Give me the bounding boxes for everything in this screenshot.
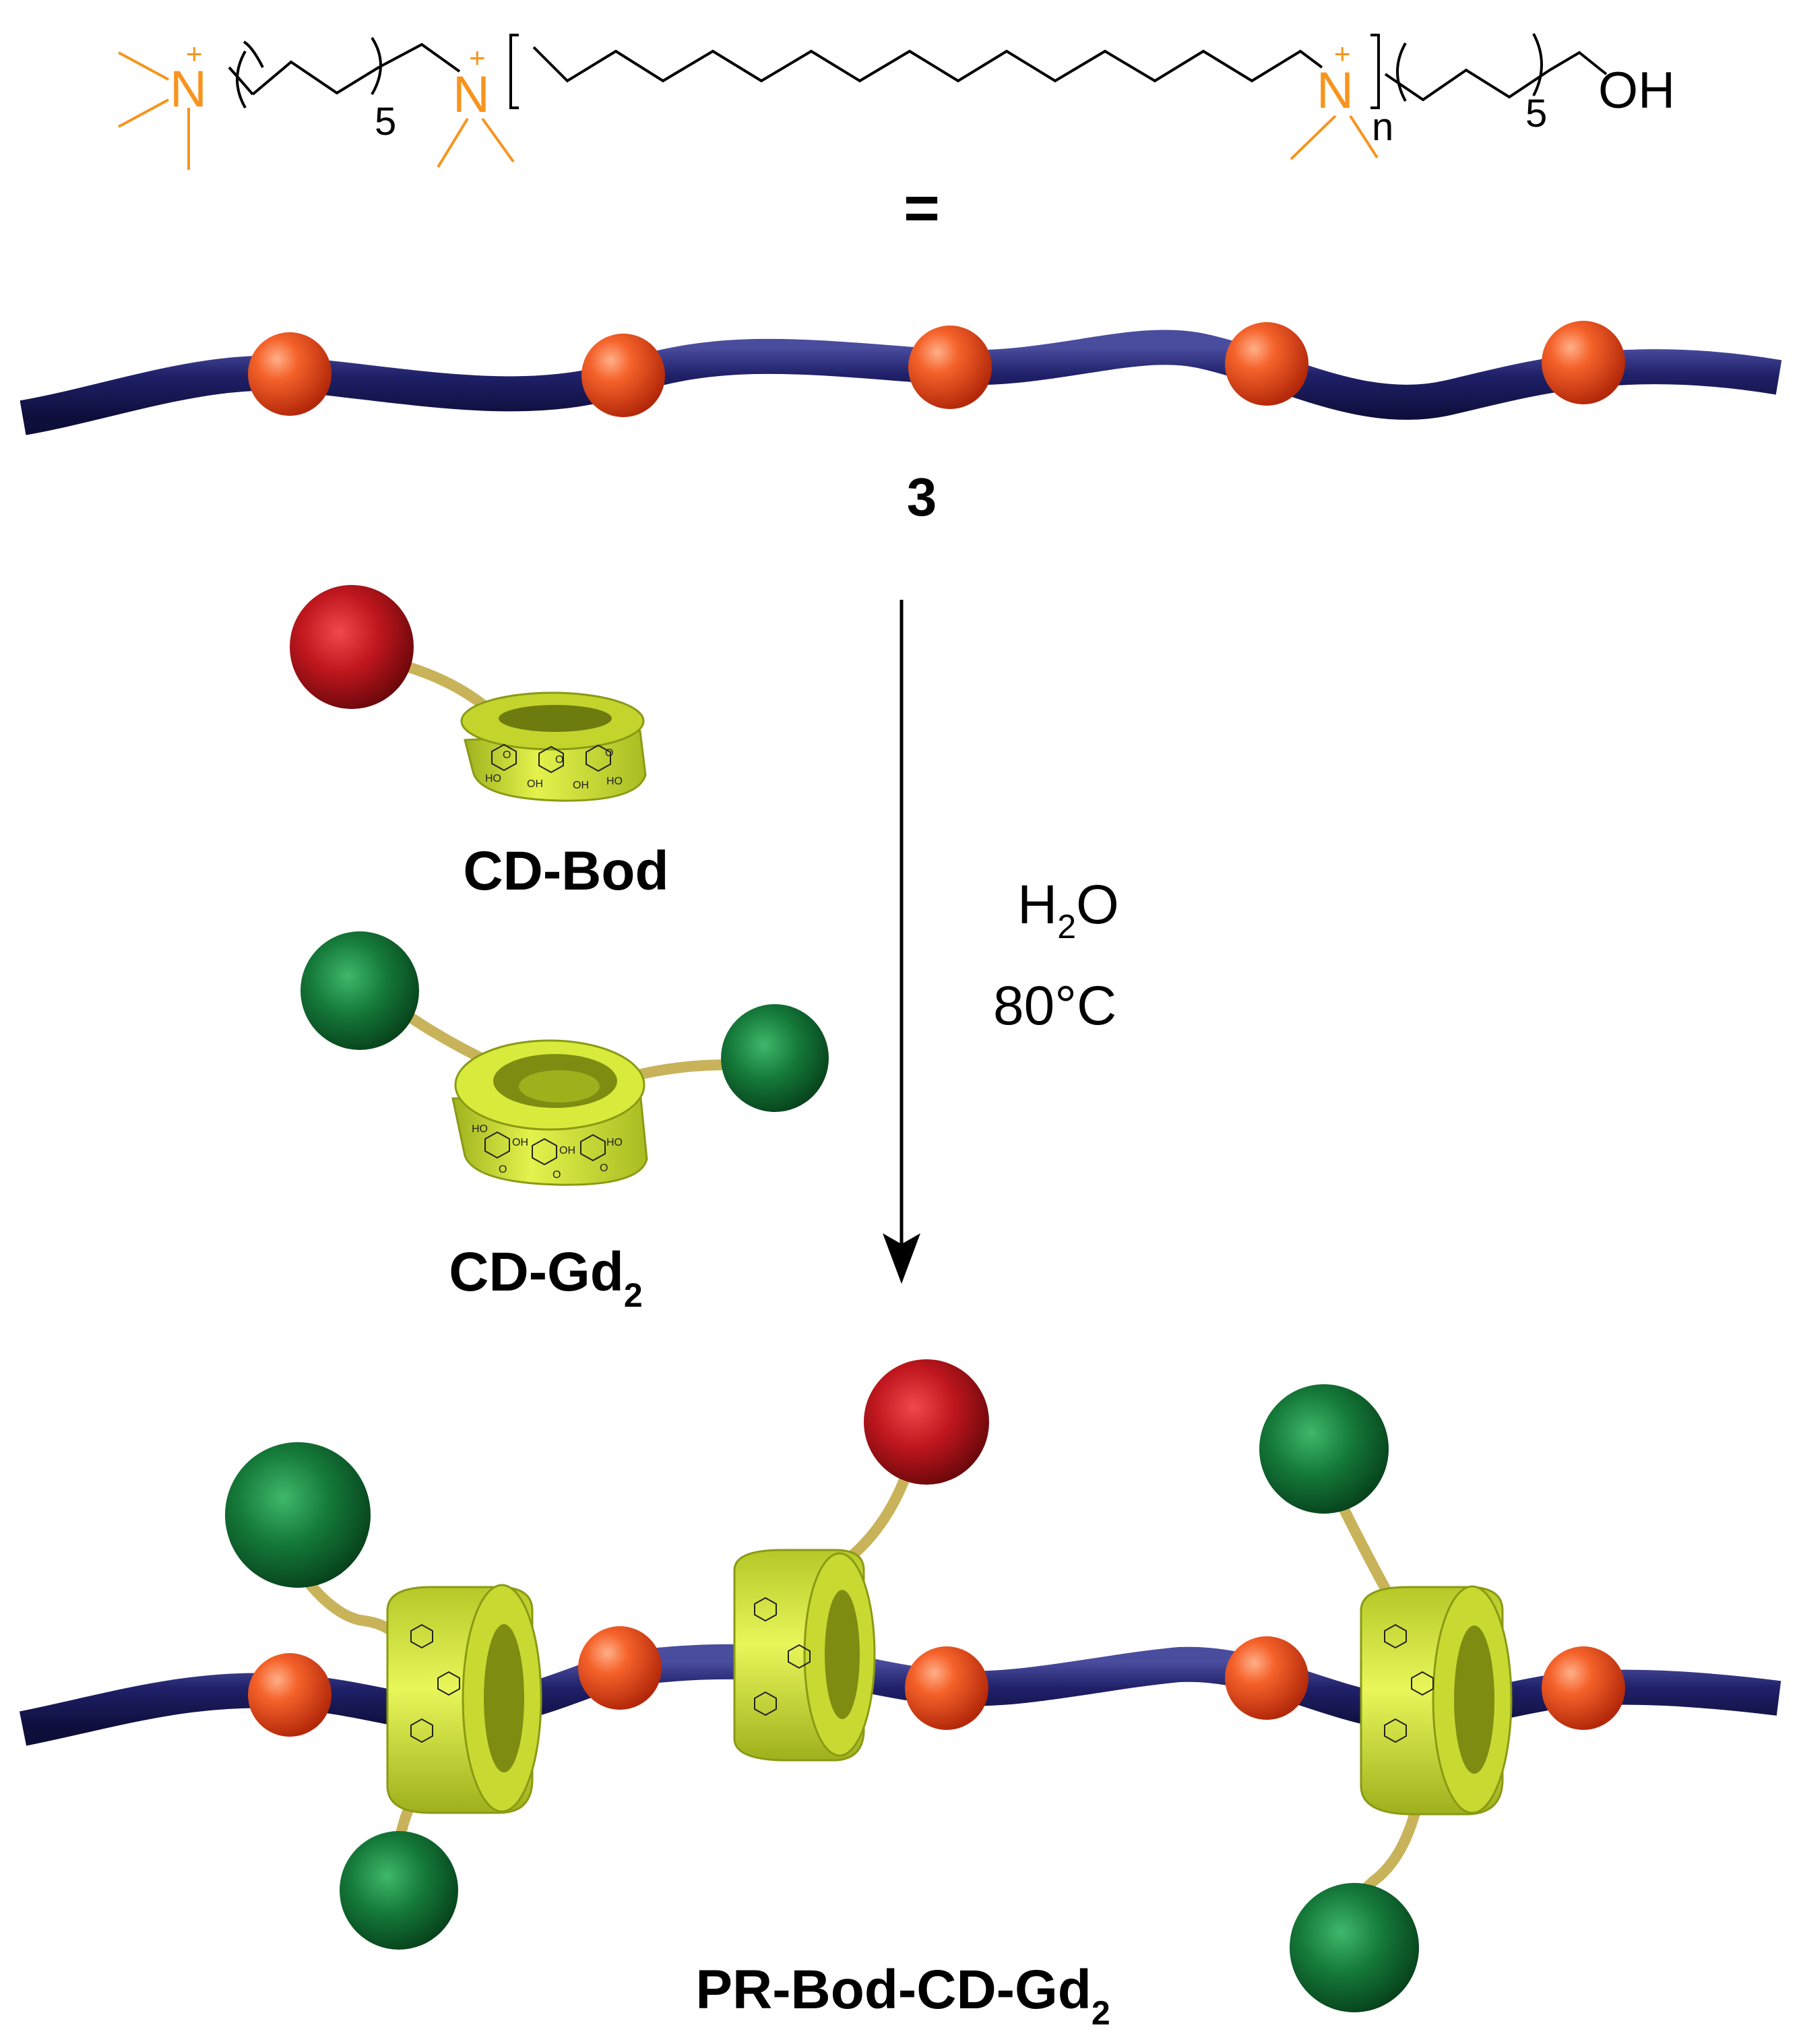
- ammonium-beads: [248, 321, 1625, 417]
- polymer-3-schematic: [20, 321, 1782, 435]
- repeat-count-n: n: [1372, 105, 1393, 149]
- ammonium-n-mid: N: [453, 66, 490, 123]
- plus-sign-left: +: [186, 38, 203, 69]
- reaction-conditions: H2O 80°C: [993, 874, 1119, 1036]
- plus-sign-mid: +: [469, 42, 486, 73]
- gd2-ring-glucose-marks: HO OH OH HO O O O: [472, 1123, 623, 1181]
- trimethylammonium-left: [118, 51, 190, 170]
- bod-ring-glucose-structure: [491, 743, 611, 774]
- paren-open-left: [236, 51, 247, 109]
- repeat-count-left: 5: [375, 100, 396, 144]
- gd2-ring-glucose-structure: [484, 1131, 606, 1166]
- alkyl-chain-left: [251, 60, 380, 96]
- gd-sphere-right: [721, 1004, 829, 1112]
- svg-text:HO: HO: [485, 773, 501, 784]
- svg-text:HO: HO: [606, 1137, 623, 1148]
- paren-close-right: [1532, 33, 1543, 96]
- product-ammonium-bead-5: [1542, 1646, 1625, 1730]
- bracket-open: [509, 34, 519, 109]
- product-cyclodextrin-1: [386, 1584, 542, 1814]
- gd-sphere-left: [301, 931, 419, 1050]
- svg-text:OH: OH: [559, 1145, 575, 1156]
- polymer-label: 3: [907, 467, 937, 527]
- product-ammonium-bead-3: [905, 1646, 988, 1730]
- plus-sign-right: +: [1334, 38, 1351, 69]
- product-cyclodextrin-2: [733, 1549, 876, 1762]
- equals-sign: =: [904, 174, 940, 243]
- alkyl-link-right: [1548, 51, 1608, 75]
- bodipy-sphere: [290, 585, 414, 709]
- product-cyclodextrin-3: [1360, 1585, 1513, 1816]
- svg-text:OH: OH: [527, 778, 543, 790]
- decamethylene-chain: [532, 46, 1323, 83]
- cd-bod-label: CD-Bod: [463, 840, 668, 902]
- product-gd-sphere-1: [225, 1442, 371, 1588]
- product-gd-sphere-3: [1259, 1384, 1389, 1514]
- svg-text:O: O: [553, 1169, 561, 1181]
- ammonium-n-left: N: [170, 61, 207, 118]
- product-ammonium-bead-1: [248, 1653, 332, 1737]
- alkyl-chain-right: [1384, 68, 1551, 102]
- svg-text:O: O: [555, 754, 563, 766]
- product-gd-sphere-2: [340, 1831, 458, 1950]
- cd-gd2-label: CD-Gd2: [449, 1241, 642, 1314]
- product-ammonium-bead-2: [578, 1626, 662, 1710]
- product-ammonium-bead-4: [1225, 1636, 1308, 1720]
- temperature-label: 80°C: [993, 975, 1116, 1036]
- svg-text:HO: HO: [472, 1123, 488, 1135]
- svg-text:HO: HO: [606, 776, 623, 787]
- product-label: PR-Bod-CD-Gd2: [695, 1959, 1110, 2032]
- paren-open-right: [1396, 42, 1407, 102]
- ammonium-bead-2: [581, 334, 665, 417]
- ammonium-bead-5: [1542, 321, 1625, 404]
- reaction-arrow: [883, 600, 920, 1284]
- solvent-label: H2O: [1017, 874, 1119, 946]
- alkyl-link-left: [378, 42, 461, 73]
- svg-text:O: O: [503, 749, 511, 761]
- svg-text:OH: OH: [512, 1137, 528, 1148]
- hydroxyl-end-group: OH: [1598, 62, 1675, 119]
- ammonium-methyls-mid: [437, 117, 515, 168]
- cyclodextrin-gd2: HO OH OH HO O O O: [451, 1039, 648, 1186]
- product-bodipy-sphere: [864, 1359, 989, 1485]
- svg-text:O: O: [499, 1164, 507, 1175]
- svg-text:OH: OH: [573, 780, 589, 791]
- ammonium-bead-1: [248, 332, 332, 416]
- repeat-count-right: 5: [1525, 92, 1547, 135]
- ammonium-n-right: N: [1317, 62, 1354, 119]
- bracket-close: [1370, 34, 1380, 109]
- cd-gd2-illustration: HO OH OH HO O O O: [301, 931, 829, 1186]
- product-polyrotaxane: [19, 1359, 1781, 2012]
- polymer-formula: N + 5 N + N + n 5 OH: [118, 33, 1675, 170]
- svg-text:O: O: [600, 1163, 608, 1174]
- alkyl-repeat-left: [228, 40, 264, 96]
- ammonium-bead-3: [908, 326, 992, 409]
- ammonium-bead-4: [1225, 322, 1308, 406]
- product-gd-sphere-4: [1290, 1883, 1419, 2012]
- ammonium-methyls-right: [1290, 115, 1379, 160]
